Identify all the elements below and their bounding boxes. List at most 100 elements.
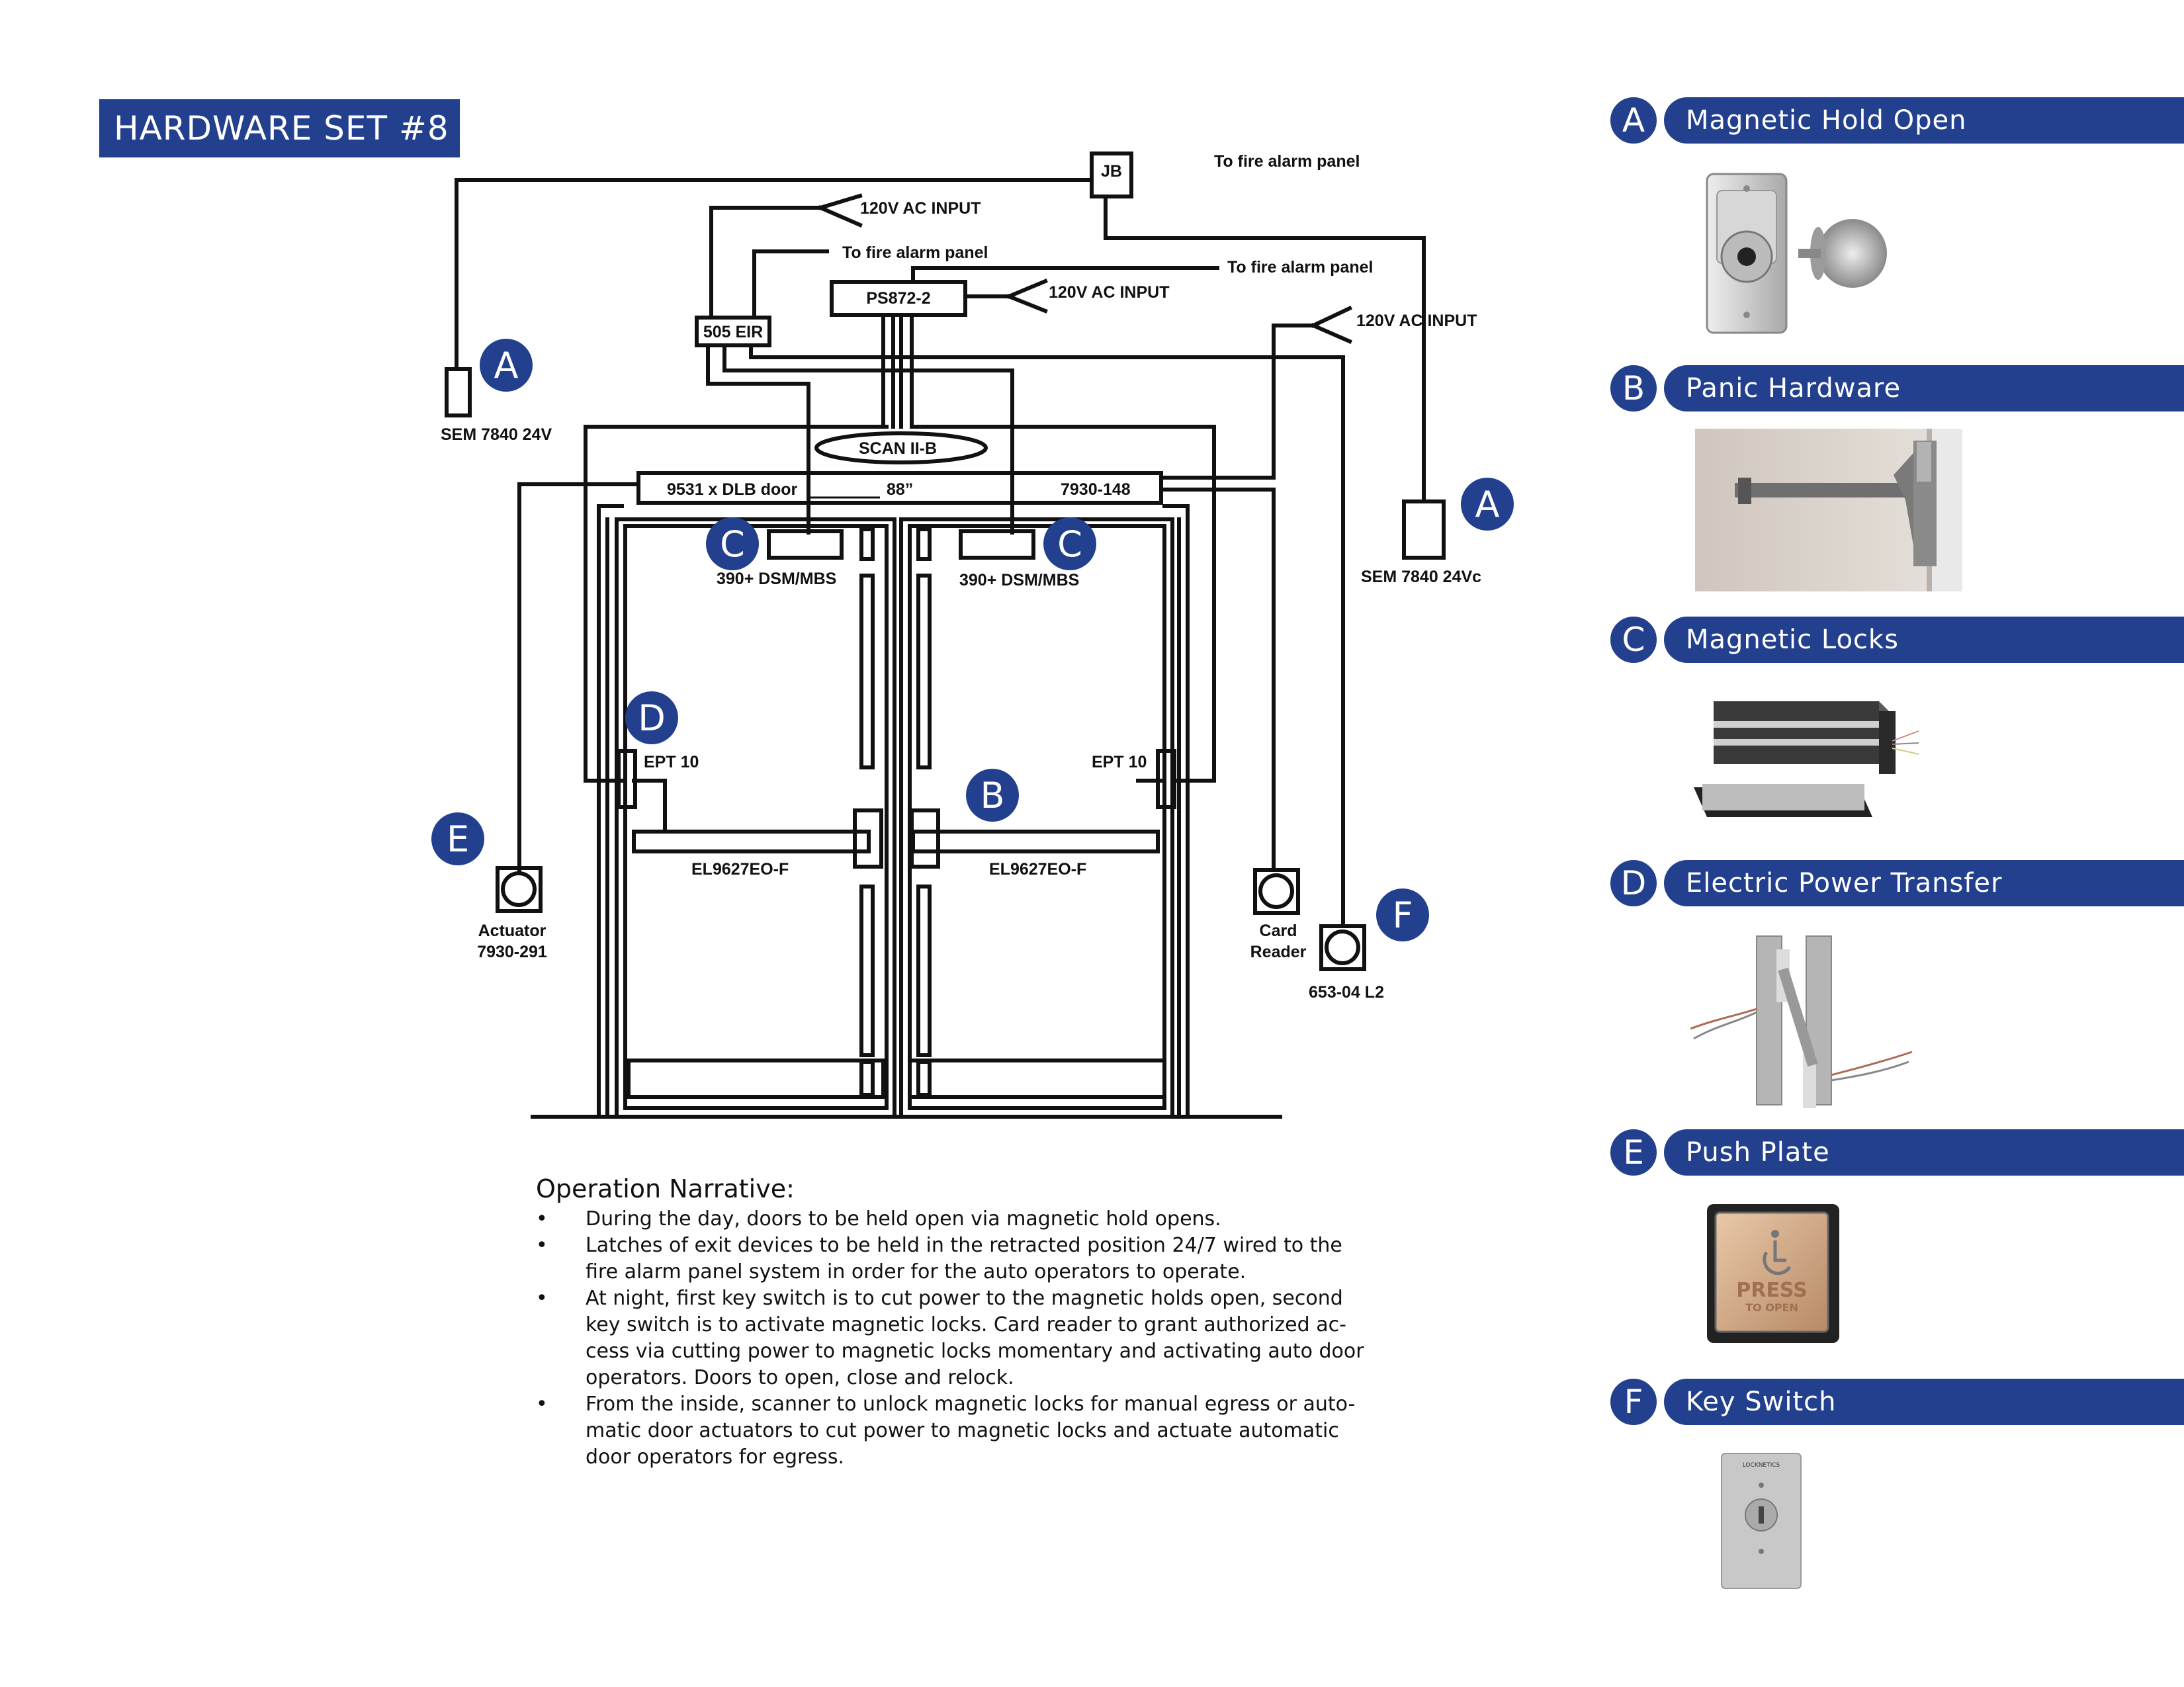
strip-left-mid [859, 574, 875, 769]
panic-head-right [910, 808, 940, 869]
badge-a-right: A [1461, 478, 1514, 531]
narrative-item: • From the inside, scanner to unlock mag… [536, 1391, 1409, 1471]
operation-narrative: Operation Narrative: • During the day, d… [536, 1174, 1409, 1471]
card-reader-circle [1258, 873, 1294, 909]
svg-text:B: B [980, 775, 1004, 816]
legend-badge: E [1608, 1127, 1659, 1178]
legend-item-a: A Magnetic Hold Open [1608, 95, 2184, 148]
dsm-right-shape [959, 529, 1035, 560]
ept-right-shape [1156, 749, 1176, 809]
badge-a-left: A [480, 339, 533, 392]
door-leaf-left-inner [623, 524, 889, 1110]
strip-right-top [916, 527, 932, 561]
magnetic-lock-icon [1694, 701, 1919, 817]
narrative-title: Operation Narrative: [536, 1174, 795, 1203]
narrative-line: Latches of exit devices to be held in th… [586, 1234, 1342, 1257]
sem-right-box [1402, 499, 1446, 560]
narrative-line: fire alarm panel system in order for the… [586, 1260, 1246, 1283]
label-scan: SCAN II-B [859, 439, 937, 458]
legend-name: Push Plate [1686, 1137, 1830, 1168]
diagram-badges: A A C C D B E F [431, 339, 1514, 941]
legend-name: Magnetic Hold Open [1686, 105, 1967, 136]
badge-c-left: C [706, 517, 759, 570]
label-jb: JB [1101, 162, 1122, 181]
ept-link-left [632, 779, 667, 834]
wire-eir-keyswitch [749, 343, 1345, 928]
legend-badge: A [1608, 95, 1659, 146]
label-sem-right: SEM 7840 24Vc [1361, 568, 1481, 586]
strip-left-low [859, 885, 875, 1057]
dsm-left-shape [767, 529, 844, 560]
svg-text:C: C [720, 523, 745, 565]
narrative-line: matic door actuators to cut power to mag… [586, 1419, 1339, 1442]
badge-d: D [625, 691, 678, 744]
keyswitch-circle [1325, 930, 1360, 965]
narrative-line: cess via cutting power to magnetic locks… [586, 1340, 1364, 1363]
svg-text:E: E [447, 818, 469, 860]
legend-badge: B [1608, 363, 1659, 414]
actuator-box [496, 866, 543, 913]
label-fire-1: To fire alarm panel [1214, 152, 1360, 171]
label-dsm-left: 390+ DSM/MBS [717, 570, 836, 588]
page-title: HARDWARE SET #8 [99, 99, 460, 157]
legend-badge: C [1608, 614, 1659, 666]
label-card-2: Reader [1250, 943, 1307, 961]
bullet: • [536, 1207, 548, 1231]
label-ept-right: EPT 10 [1092, 753, 1147, 771]
panic-head-left [853, 808, 883, 869]
label-exit-left: EL9627EO-F [691, 860, 789, 879]
label-fire-3: To fire alarm panel [1227, 258, 1373, 277]
push-plate-text: PRESS [1736, 1279, 1807, 1302]
label-fire-2: To fire alarm panel [842, 243, 988, 262]
strip-right-low [916, 885, 932, 1057]
wire-ept-right [910, 425, 1216, 783]
narrative-line: From the inside, scanner to unlock magne… [586, 1393, 1356, 1416]
bullet: • [536, 1393, 548, 1416]
svg-text:F: F [1392, 894, 1413, 936]
scan-shape [814, 431, 988, 464]
legend-item-b: B Panic Hardware [1608, 363, 2184, 415]
label-actuator-2: 7930-291 [477, 943, 547, 961]
plug-1a [818, 193, 863, 210]
legend-item-d: D Electric Power Transfer [1608, 857, 2184, 910]
label-ac-1: 120V AC INPUT [860, 199, 981, 218]
narrative-line: At night, first key switch is to cut pow… [586, 1287, 1343, 1310]
narrative-item: • During the day, doors to be held open … [536, 1206, 1409, 1233]
label-header-dim: 88” [887, 480, 913, 499]
wire-actuator [517, 482, 640, 874]
key-switch-brand: LOCKNETICS [1743, 1462, 1780, 1469]
label-sem-left: SEM 7840 24V [441, 425, 552, 444]
badge-c-right: C [1043, 517, 1096, 570]
jb-box [1090, 151, 1133, 198]
ept-left-shape [617, 749, 637, 809]
strip-right-mid [916, 574, 932, 769]
frame-outer-left [597, 504, 624, 1119]
narrative-line: key switch is to activate magnetic locks… [586, 1313, 1346, 1336]
panic-bar-left [632, 830, 871, 853]
legend-badge: D [1608, 857, 1659, 909]
frame-outer-right [1162, 504, 1190, 1119]
legend-name: Electric Power Transfer [1686, 868, 2003, 898]
magnetic-hold-open-icon [1706, 173, 1887, 334]
badge-f: F [1376, 888, 1429, 941]
label-ac-3: 120V AC INPUT [1356, 312, 1477, 330]
wire-card-reader [1159, 488, 1276, 872]
plug-3a [1311, 306, 1352, 328]
wire-jb-sem-right [1104, 196, 1426, 503]
label-dsm-right: 390+ DSM/MBS [959, 571, 1079, 589]
legend-item-f: F Key Switch [1608, 1376, 2184, 1429]
wire-ac3 [1272, 324, 1315, 480]
label-header-left: 9531 x DLB door [667, 480, 798, 499]
plug-1b [818, 205, 863, 228]
push-plate-icon: PRESS TO OPEN [1707, 1204, 1839, 1343]
wire-eir-dsm-left [706, 343, 810, 535]
svg-text:D: D [638, 697, 666, 739]
label-eir: 505 EIR [703, 323, 763, 341]
door-leaf-right [899, 517, 1174, 1119]
power-transfer-icon [1690, 935, 1913, 1108]
legend-item-c: C Magnetic Locks [1608, 614, 2184, 667]
label-header-right: 7930-148 [1061, 480, 1131, 499]
legend-name: Key Switch [1686, 1387, 1837, 1417]
panic-hardware-icon [1695, 429, 1962, 591]
